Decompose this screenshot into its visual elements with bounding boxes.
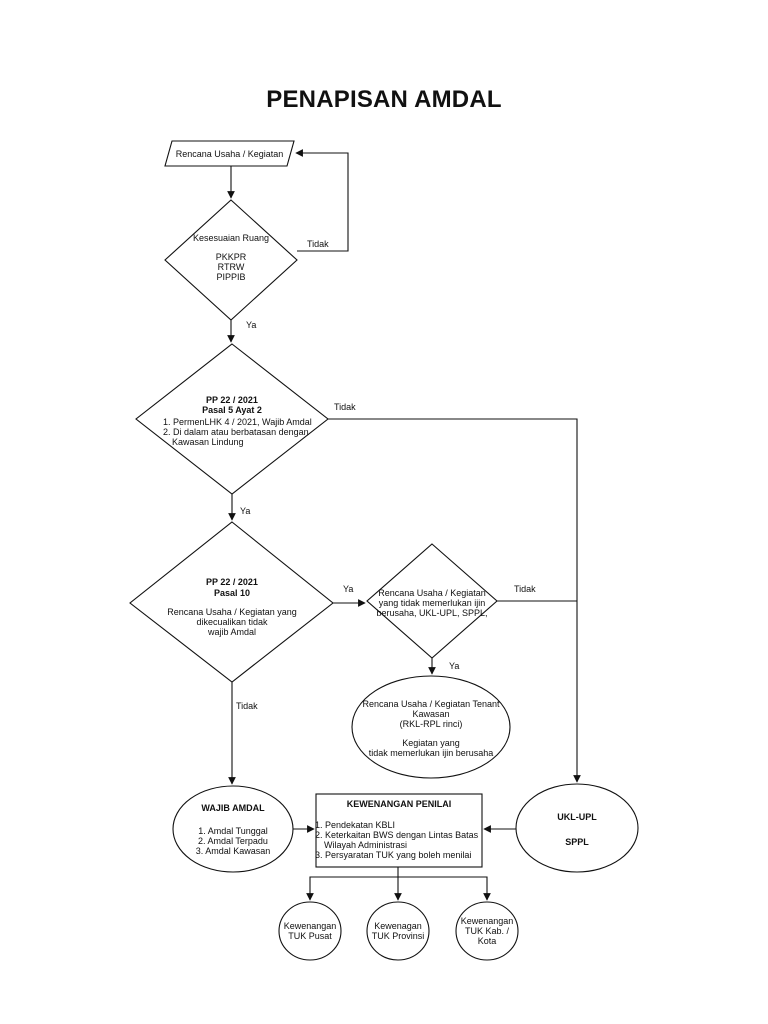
connector-d1-no-loop (295, 149, 349, 252)
decision4-yes-label: Ya (449, 661, 460, 671)
decision1-title: Kesesuaian Ruang (192, 233, 270, 243)
ukl-line-1: UKL-UPL (557, 812, 597, 822)
tenant-line-3: (RKL-RPL rinci) (399, 719, 463, 729)
tuk-pusat-line-2: TUK Pusat (288, 931, 332, 941)
decision4-no-label: Tidak (514, 584, 536, 594)
decision4-line-2: yang tidak memerlukan ijin (378, 598, 486, 608)
tuk-kab-line-2: TUK Kab. / (464, 926, 509, 936)
decision4-line-1: Rencana Usaha / Kegiatan (378, 588, 486, 598)
decision4-line-3: berusaha, UKL-UPL, SPPL, (376, 608, 488, 618)
decision2-yes-label: Ya (240, 506, 251, 516)
kewenangan-item-3: Wilayah Administrasi (324, 840, 408, 850)
wajib-item-2: 2. Amdal Terpadu (198, 836, 268, 846)
tuk-kab-line-1: Kewenangan (460, 916, 514, 926)
decision3-title-2: Pasal 10 (213, 588, 251, 598)
tuk-kab-line-3: Kota (477, 936, 497, 946)
tenant-ellipse (351, 675, 511, 779)
wajib-item-1: 1. Amdal Tunggal (198, 826, 268, 836)
decision3-line-2: dikecualikan tidak (196, 617, 268, 627)
tuk-pusat-line-1: Kewenangan (283, 921, 337, 931)
decision2-line-1: 1. PermenLHK 4 / 2021, Wajib Amdal (163, 417, 312, 427)
decision1-no-label: Tidak (307, 239, 329, 249)
tenant-line-2: Kawasan (412, 709, 450, 719)
wajib-title: WAJIB AMDAL (201, 803, 265, 813)
tuk-pusat-ellipse (278, 901, 342, 961)
tuk-provinsi-ellipse (366, 901, 430, 961)
decision2-title-1: PP 22 / 2021 (206, 395, 258, 405)
tuk-kab-ellipse (455, 901, 519, 961)
decision1-line-1: PKKPR (215, 252, 247, 262)
wajib-item-3: 3. Amdal Kawasan (195, 846, 271, 856)
kewenangan-item-4: 3. Persyaratan TUK yang boleh menilai (315, 850, 472, 860)
ukl-ellipse (515, 783, 639, 873)
connector-to-tuk-kab (398, 876, 491, 901)
decision3-title-1: PP 22 / 2021 (206, 577, 258, 587)
start-parallelogram (164, 140, 295, 167)
start-label: Rencana Usaha / Kegiatan (175, 149, 284, 159)
decision3-yes-label: Ya (343, 584, 354, 594)
connector-to-tuk-pusat (306, 876, 398, 901)
decision3-diamond (129, 521, 334, 683)
tuk-provinsi-line-1: Kewenagan (374, 921, 422, 931)
kewenangan-item-1: 1. Pendekatan KBLI (315, 820, 396, 830)
tenant-line-4: Kegiatan yang (402, 738, 460, 748)
tuk-provinsi-line-2: TUK Provinsi (371, 931, 425, 941)
decision3-no-label: Tidak (236, 701, 258, 711)
decision2-line-3: Kawasan Lindung (172, 437, 244, 447)
decision3-line-3: wajib Amdal (207, 627, 257, 637)
decision1-line-3: PIPPIB (216, 272, 246, 282)
page-title: PENAPISAN AMDAL (266, 86, 502, 113)
tenant-line-5: tidak memerlukan ijin berusaha (368, 748, 494, 758)
tenant-line-1: Rencana Usaha / Kegiatan Tenant (362, 699, 500, 709)
decision1-line-2: RTRW (217, 262, 245, 272)
decision2-line-2: 2. Di dalam atau berbatasan dengan (163, 427, 309, 437)
kewenangan-item-2: 2. Keterkaitan BWS dengan Lintas Batas (315, 830, 479, 840)
ukl-line-2: SPPL (565, 837, 589, 847)
decision2-no-label: Tidak (334, 402, 356, 412)
decision1-yes-label: Ya (246, 320, 257, 330)
kewenangan-title: KEWENANGAN PENILAI (346, 799, 452, 809)
connector-d2-no-to-ukl (328, 418, 581, 783)
kewenangan-rect (315, 793, 483, 868)
decision2-title-2: Pasal 5 Ayat 2 (202, 405, 262, 415)
decision3-line-1: Rencana Usaha / Kegiatan yang (167, 607, 297, 617)
